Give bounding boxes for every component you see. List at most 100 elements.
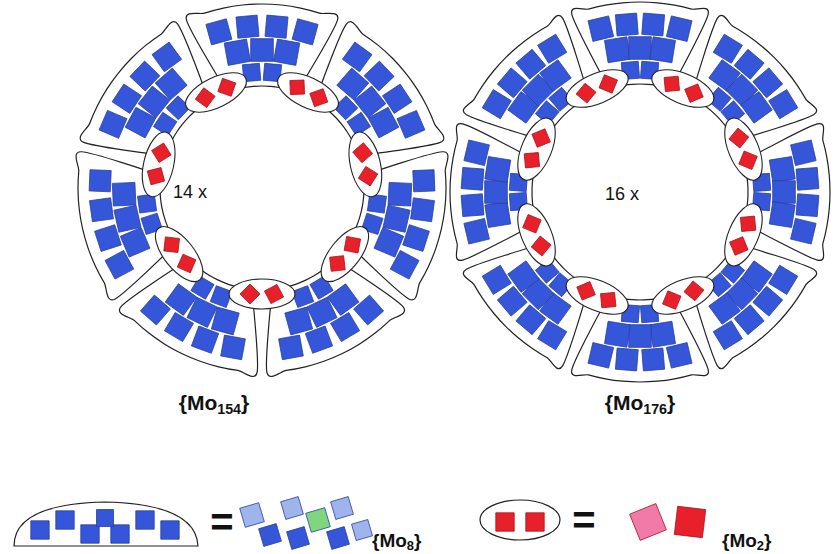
mo8-octahedron bbox=[287, 527, 310, 550]
mo8-octahedron bbox=[240, 503, 265, 528]
mo2-octahedron bbox=[290, 80, 305, 95]
mo8-octahedron bbox=[796, 194, 819, 217]
formula-label: 14 x bbox=[173, 183, 207, 201]
text-run: = bbox=[210, 500, 233, 544]
mo8-octahedron bbox=[403, 225, 430, 252]
mo2-octahedron bbox=[524, 153, 539, 168]
mo8-octahedron bbox=[279, 335, 304, 360]
mo8-octahedron bbox=[615, 13, 638, 36]
mo8-octahedron bbox=[538, 321, 567, 350]
mo2-octahedron bbox=[674, 506, 705, 537]
mo8-octahedron bbox=[482, 90, 511, 119]
mo2-octahedron bbox=[729, 128, 749, 148]
mo8-octahedron bbox=[642, 348, 665, 371]
text-run: } bbox=[667, 391, 675, 414]
mo2-octahedron bbox=[353, 143, 373, 163]
mo8-octahedron bbox=[331, 497, 354, 520]
mo8-octahedron bbox=[588, 343, 614, 369]
mo2-octahedron bbox=[576, 83, 596, 103]
mo8-octahedron bbox=[259, 524, 282, 547]
mo8-octahedron bbox=[81, 525, 99, 543]
mo2-octahedron bbox=[630, 504, 667, 541]
mo8-octahedron bbox=[155, 68, 187, 100]
mo2-outline bbox=[343, 129, 387, 200]
formula-label: 16 x bbox=[605, 185, 639, 203]
mo8-octahedron bbox=[773, 181, 796, 204]
text-run: x bbox=[625, 184, 639, 204]
mo8-octahedron bbox=[111, 525, 129, 543]
mo2-octahedron bbox=[532, 129, 551, 148]
ring bbox=[450, 2, 830, 382]
mo8-octahedron bbox=[650, 321, 676, 347]
text-run: } bbox=[764, 530, 771, 551]
text-run: x bbox=[193, 182, 207, 202]
mo8-octahedron bbox=[388, 182, 412, 206]
mo8-octahedron bbox=[368, 107, 399, 138]
mo8-octahedron bbox=[97, 510, 114, 527]
mo8-octahedron bbox=[485, 181, 508, 204]
text-run: } bbox=[414, 530, 421, 551]
mo8-octahedron bbox=[114, 205, 141, 232]
mo8-group-outline bbox=[14, 502, 198, 546]
mo2-octahedron bbox=[684, 281, 704, 301]
mo8-group-outline bbox=[315, 22, 444, 155]
formula-label: {Mo8} bbox=[372, 531, 421, 550]
mo2-octahedron bbox=[664, 76, 679, 91]
mo2-outline bbox=[647, 269, 719, 322]
mo8-octahedron bbox=[224, 39, 250, 65]
mo8-octahedron bbox=[161, 521, 179, 539]
subscript: 2 bbox=[757, 538, 764, 553]
mo2-outline bbox=[561, 62, 633, 115]
mo8-octahedron bbox=[281, 497, 304, 520]
mo8-octahedron bbox=[306, 508, 331, 533]
mo8-octahedron bbox=[99, 110, 127, 138]
mo8-octahedron bbox=[485, 157, 511, 183]
mo8-octahedron bbox=[152, 42, 182, 72]
text-run: } bbox=[241, 391, 249, 414]
mo8-octahedron bbox=[274, 39, 300, 65]
mo8-octahedron bbox=[56, 511, 74, 529]
formula-label: {Mo176} bbox=[605, 392, 676, 413]
mo8-octahedron bbox=[629, 37, 652, 60]
mo8-octahedron bbox=[605, 321, 631, 347]
mo2-octahedron bbox=[195, 88, 215, 108]
mo8-octahedron bbox=[130, 61, 160, 91]
mo8-octahedron bbox=[292, 19, 318, 45]
mo8-octahedron bbox=[383, 205, 410, 232]
mo2-octahedron bbox=[218, 78, 236, 96]
mo8-octahedron bbox=[666, 343, 692, 369]
mo2-octahedron bbox=[599, 75, 618, 94]
ring bbox=[76, 4, 448, 377]
mo8-octahedron bbox=[265, 15, 288, 38]
mo8-octahedron bbox=[741, 92, 773, 124]
mo2-octahedron bbox=[177, 254, 196, 273]
mo8-octahedron bbox=[364, 61, 394, 91]
mo2-octahedron bbox=[663, 291, 682, 310]
mo8-octahedron bbox=[791, 218, 817, 244]
mo8-octahedron bbox=[354, 295, 384, 325]
mo8-octahedron bbox=[221, 335, 246, 360]
mo8-octahedron bbox=[90, 198, 114, 222]
mo8-octahedron bbox=[112, 182, 136, 206]
subscript: 154 bbox=[217, 401, 241, 417]
mo8-octahedron bbox=[508, 261, 540, 293]
mo2-outline bbox=[147, 219, 212, 289]
mo8-octahedron bbox=[464, 140, 490, 166]
mo8-octahedron bbox=[251, 39, 274, 62]
text-run: {Mo bbox=[179, 391, 218, 414]
mo8-octahedron bbox=[713, 34, 742, 63]
mo2-octahedron bbox=[164, 237, 180, 253]
mo8-octahedron bbox=[206, 19, 232, 45]
mo8-octahedron bbox=[713, 321, 742, 350]
mo8-octahedron bbox=[796, 167, 819, 190]
mo2-octahedron bbox=[577, 282, 596, 301]
mo8-octahedron bbox=[95, 225, 122, 252]
subscript: 176 bbox=[643, 401, 667, 417]
mo8-octahedron bbox=[629, 325, 652, 348]
mo8-octahedron bbox=[666, 16, 692, 42]
mo8-group-outline bbox=[463, 243, 589, 369]
mo8-octahedron bbox=[588, 16, 614, 42]
mo2-octahedron bbox=[330, 256, 346, 272]
mo8-octahedron bbox=[791, 140, 817, 166]
